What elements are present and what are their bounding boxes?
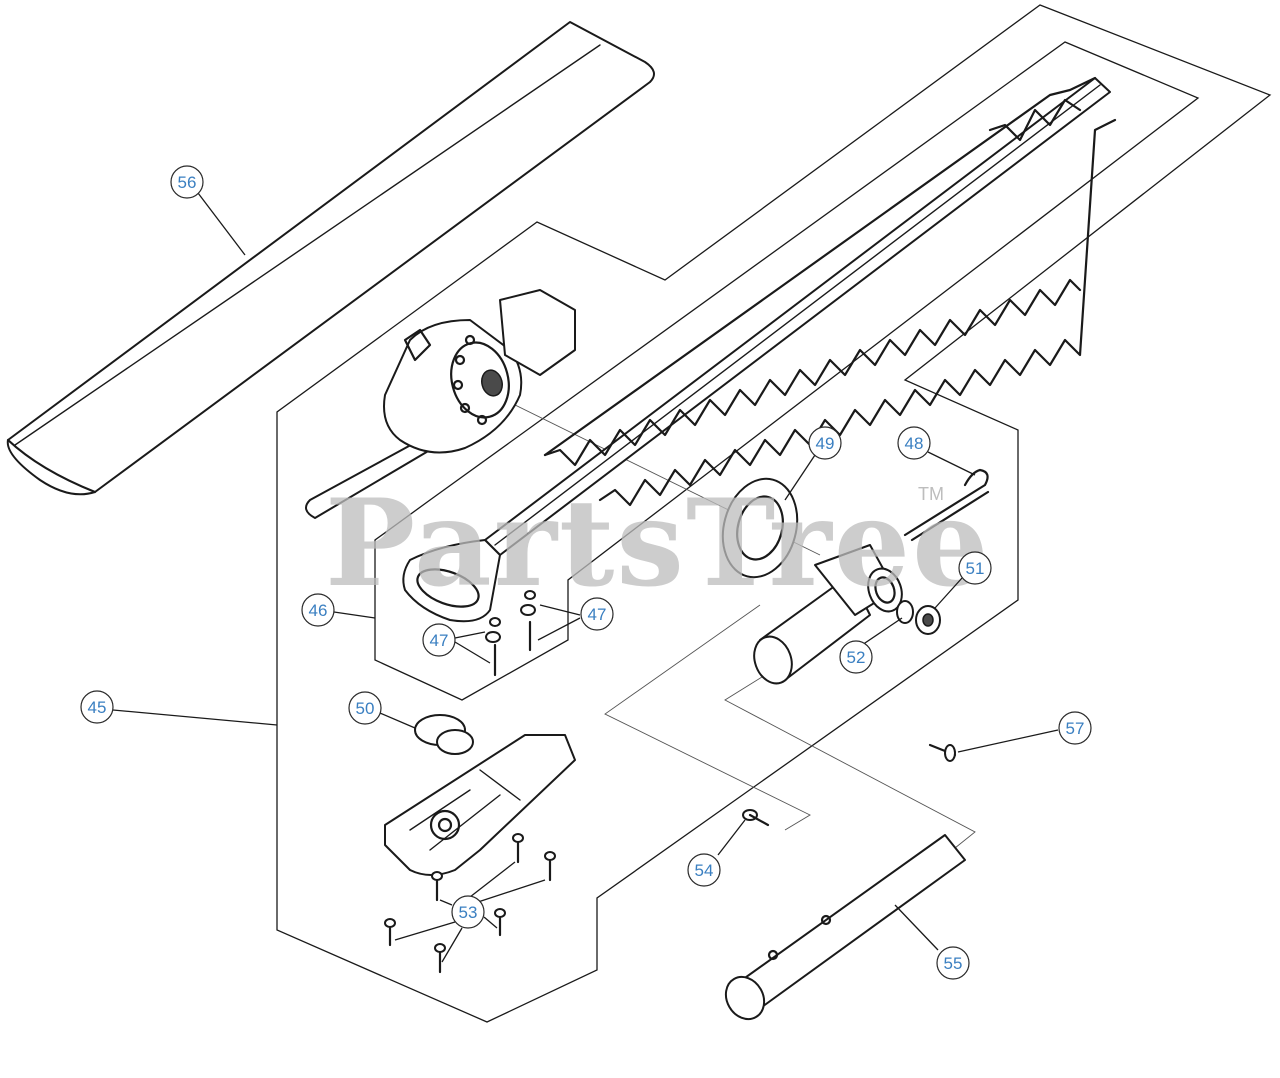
shaft-tube-55 (724, 834, 966, 1021)
pin-48 (903, 468, 990, 542)
svg-text:46: 46 (309, 601, 328, 620)
svg-text:55: 55 (944, 954, 963, 973)
watermark-trademark: TM (918, 484, 944, 504)
svg-text:51: 51 (966, 559, 985, 578)
tube-joint (753, 544, 903, 685)
leader-lines (112, 192, 1059, 963)
callout-54: 54 (687, 853, 721, 887)
svg-text:47: 47 (588, 605, 607, 624)
callout-47-right: 47 (580, 597, 614, 631)
blade-group-outline (374, 41, 1200, 701)
washer-52 (896, 600, 914, 624)
blade-sheath-56 (6, 21, 655, 496)
gasket-49 (721, 477, 799, 579)
assembly-45-outline (276, 4, 1272, 1023)
callout-55: 55 (936, 946, 970, 980)
callout-46: 46 (301, 593, 335, 627)
screw-57 (928, 743, 957, 762)
nut-51 (915, 605, 941, 635)
svg-text:57: 57 (1066, 719, 1085, 738)
callout-50: 50 (348, 691, 382, 725)
gear-head-housing (305, 289, 576, 519)
svg-text:47: 47 (430, 631, 449, 650)
hedge-blade (402, 76, 1117, 623)
svg-text:52: 52 (847, 648, 866, 667)
callout-47-left: 47 (422, 623, 456, 657)
svg-text:45: 45 (88, 698, 107, 717)
callout-53: 53 (451, 895, 485, 929)
watermark-text: PartsTree (325, 473, 990, 614)
callout-51: 51 (958, 551, 992, 585)
callout-48: 48 (897, 426, 931, 460)
svg-text:56: 56 (178, 173, 197, 192)
screws-47 (485, 590, 536, 677)
svg-text:50: 50 (356, 699, 375, 718)
callout-57: 57 (1058, 711, 1092, 745)
svg-text:54: 54 (695, 861, 714, 880)
callout-45: 45 (80, 690, 114, 724)
screws-53 (384, 833, 556, 974)
plug-50 (414, 714, 474, 755)
callout-52: 52 (839, 640, 873, 674)
svg-text:49: 49 (816, 434, 835, 453)
reference-line-tube-2 (724, 671, 976, 849)
svg-text:53: 53 (459, 903, 478, 922)
svg-text:48: 48 (905, 434, 924, 453)
callout-56: 56 (170, 165, 204, 199)
reference-line-tube (604, 604, 811, 831)
screw-54 (742, 809, 770, 827)
callout-49: 49 (808, 426, 842, 460)
